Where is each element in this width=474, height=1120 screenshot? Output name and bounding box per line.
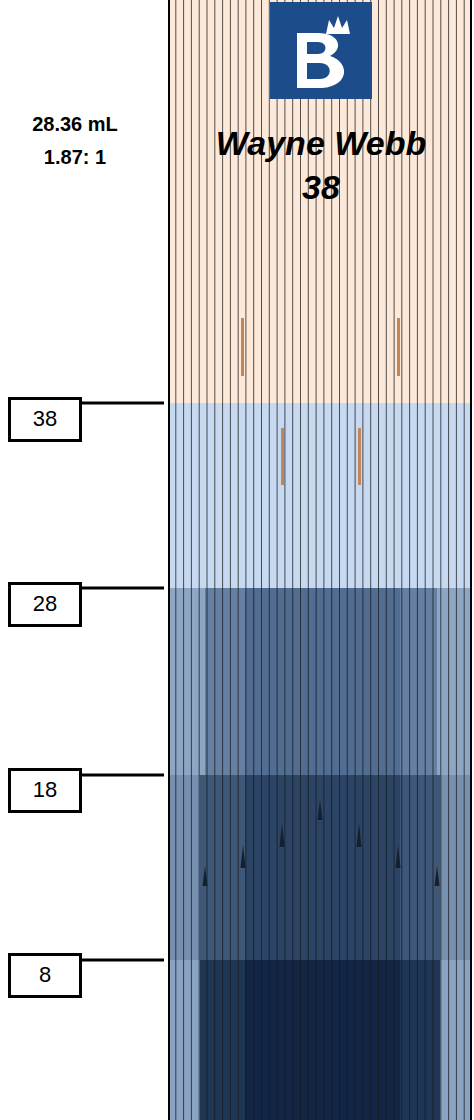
marker-line — [82, 959, 164, 962]
board-line — [401, 0, 402, 1120]
board-line — [245, 0, 246, 1120]
pattern-stat: 28.36 mL — [32, 112, 118, 136]
oil-band — [168, 588, 472, 775]
board-line — [386, 0, 387, 1120]
marker-line — [82, 774, 164, 777]
board-line — [199, 0, 200, 1120]
distance-number: 28 — [33, 592, 57, 616]
oil-band — [168, 960, 472, 1120]
board-line — [300, 0, 301, 1120]
board-line — [230, 0, 231, 1120]
oil-band — [200, 775, 440, 960]
marker-line — [82, 587, 164, 590]
lane-panel: Wayne Webb 38 — [168, 0, 474, 1120]
board-line — [425, 0, 426, 1120]
distance-number: 18 — [33, 778, 57, 802]
marker-line — [82, 402, 164, 405]
board-line — [440, 0, 441, 1120]
pattern-title: Wayne Webb 38 — [206, 121, 436, 209]
oil-band — [168, 775, 472, 960]
board-line — [261, 0, 262, 1120]
oil-band — [200, 960, 440, 1120]
board-lines — [176, 0, 464, 1120]
distance-marker: 18 — [8, 768, 82, 813]
board-line — [175, 0, 176, 1120]
board-line — [222, 0, 223, 1120]
range-finder — [397, 318, 400, 376]
range-finder — [241, 318, 244, 376]
oil-band — [245, 588, 400, 775]
board-line — [347, 0, 348, 1120]
board-line — [394, 0, 395, 1120]
pattern-stat: 1.87: 1 — [44, 145, 106, 169]
board-line — [362, 0, 363, 1120]
brand-logo — [270, 2, 372, 99]
board-line — [183, 0, 184, 1120]
board-line — [292, 0, 293, 1120]
target-arrows — [203, 800, 440, 886]
board-line — [464, 0, 465, 1120]
board-line — [448, 0, 449, 1120]
board-line — [378, 0, 379, 1120]
lane-dry-zone — [168, 0, 472, 403]
board-line — [417, 0, 418, 1120]
board-line — [253, 0, 254, 1120]
board-line — [409, 0, 410, 1120]
distance-number: 8 — [39, 963, 51, 987]
board-line — [269, 0, 270, 1120]
board-line — [284, 0, 285, 1120]
oil-band — [245, 775, 400, 960]
board-line — [191, 0, 192, 1120]
range-finder — [358, 428, 361, 485]
distance-marker: 28 — [8, 582, 82, 627]
distance-number: 38 — [33, 407, 57, 431]
board-line — [370, 0, 371, 1120]
board-line — [433, 0, 434, 1120]
distance-marker: 8 — [8, 953, 82, 998]
board-line — [355, 0, 356, 1120]
board-line — [456, 0, 457, 1120]
board-line — [238, 0, 239, 1120]
board-line — [207, 0, 208, 1120]
board-line — [214, 0, 215, 1120]
lane-border — [169, 0, 471, 1120]
range-finder — [281, 428, 284, 485]
oil-band — [245, 960, 400, 1120]
oil-band — [168, 403, 472, 588]
board-line — [277, 0, 278, 1120]
distance-marker: 38 — [8, 397, 82, 442]
